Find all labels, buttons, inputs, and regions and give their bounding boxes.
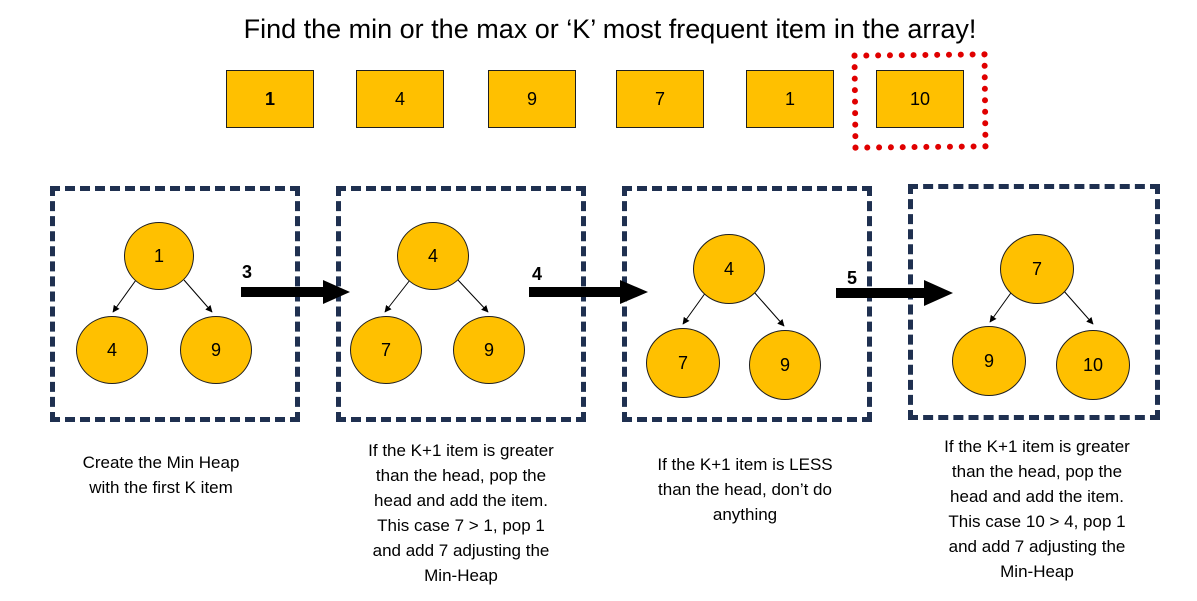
heap-node-root: 4 — [693, 234, 765, 304]
step-label: 3 — [242, 262, 253, 282]
heap-box-4 — [908, 184, 1160, 420]
heap-node-root: 7 — [1000, 234, 1074, 304]
array-cell: 4 — [356, 70, 444, 128]
heap-box-3 — [622, 186, 872, 422]
array-cell: 9 — [488, 70, 576, 128]
heap-node-right: 9 — [749, 330, 821, 400]
step-arrow-2 — [529, 280, 648, 304]
array-cell: 10 — [876, 70, 964, 128]
step-arrow-3 — [836, 280, 953, 306]
edge-line — [112, 279, 137, 313]
edge-line — [1062, 289, 1094, 325]
heap-node-right: 10 — [1056, 330, 1130, 400]
array-cell: 1 — [746, 70, 834, 128]
heap-node-left: 7 — [646, 328, 720, 398]
edge-line — [989, 289, 1014, 323]
heap-node-left: 4 — [76, 316, 148, 384]
array-cell: 1 — [226, 70, 314, 128]
edge-line — [457, 279, 489, 313]
heap-node-root: 1 — [124, 222, 194, 290]
edge-line — [183, 279, 213, 313]
edge-line — [753, 291, 785, 327]
heap-node-root: 4 — [397, 222, 469, 290]
heap-node-left: 7 — [350, 316, 422, 384]
edge-line — [384, 279, 411, 313]
caption-step-2: If the K+1 item is greater than the head… — [368, 441, 554, 585]
heap-node-right: 9 — [453, 316, 525, 384]
step-label: 4 — [532, 264, 543, 284]
heap-box-1 — [50, 186, 300, 422]
array-cell: 7 — [616, 70, 704, 128]
caption-step-1: Create the Min Heap with the first K ite… — [82, 453, 240, 497]
step-label: 5 — [847, 268, 858, 288]
heap-node-left: 9 — [952, 326, 1026, 396]
heap-node-right: 9 — [180, 316, 252, 384]
diagram-title: Find the min or the max or ‘K’ most freq… — [243, 14, 977, 44]
caption-step-3: If the K+1 item is LESS than the head, d… — [657, 455, 833, 524]
step-arrow-1 — [241, 280, 350, 304]
heap-box-2 — [336, 186, 586, 422]
caption-step-4: If the K+1 item is greater than the head… — [944, 437, 1130, 581]
edge-line — [682, 291, 707, 325]
